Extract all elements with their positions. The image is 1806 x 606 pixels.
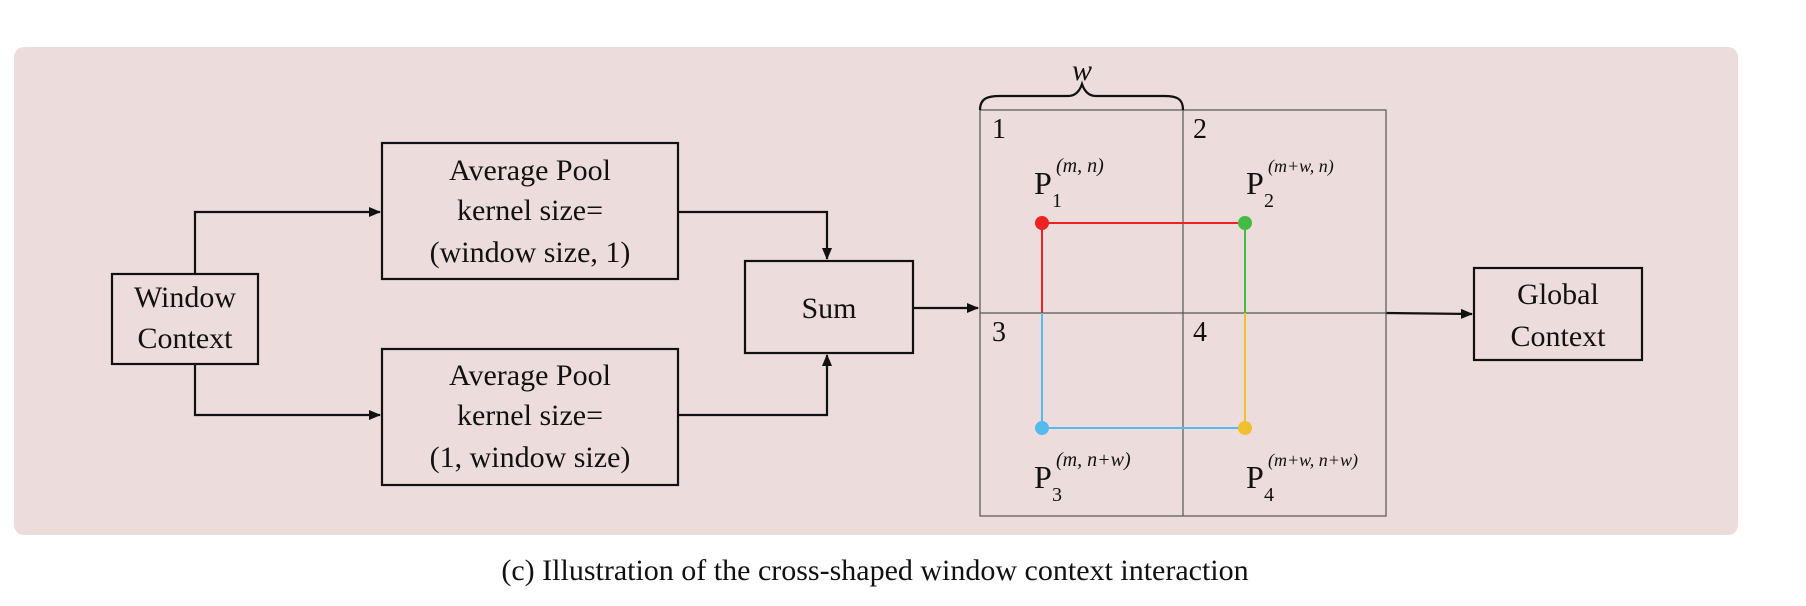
point-labels: P 1 (m, n) P 2 (m+w, n) P 3 (m, n+w) P 4… bbox=[1034, 155, 1358, 506]
sum-label: Sum bbox=[801, 292, 856, 325]
arrow-window-to-pool-top bbox=[193, 207, 381, 274]
point-p3-label: P 3 (m, n+w) bbox=[1034, 449, 1131, 506]
arrow-pool-top-to-sum bbox=[678, 210, 832, 260]
global-context-line-1: Global bbox=[1517, 278, 1599, 311]
point-p2-dot bbox=[1238, 216, 1252, 230]
cell-number-3: 3 bbox=[992, 317, 1006, 348]
global-context-line-2: Context bbox=[1511, 320, 1607, 353]
width-label: w bbox=[1072, 54, 1092, 87]
cell-number-4: 4 bbox=[1193, 317, 1207, 348]
p1-sub: 1 bbox=[1052, 190, 1062, 212]
cell-number-1: 1 bbox=[992, 114, 1006, 145]
p3-sup: (m, n+w) bbox=[1056, 449, 1131, 471]
average-pool-top-box: Average Pool kernel size= (window size, … bbox=[380, 141, 680, 281]
pool-top-line-1: Average Pool bbox=[449, 154, 611, 187]
diagram-panel bbox=[14, 47, 1738, 535]
point-p1-dot bbox=[1035, 216, 1049, 230]
arrow-pool-bottom-to-sum bbox=[678, 354, 832, 417]
figure-caption: (c) Illustration of the cross-shaped win… bbox=[501, 554, 1248, 587]
p3-base: P bbox=[1034, 459, 1052, 495]
point-connections bbox=[1041, 222, 1246, 429]
p4-sub: 4 bbox=[1264, 484, 1274, 506]
average-pool-bottom-box: Average Pool kernel size= (1, window siz… bbox=[380, 347, 680, 487]
pool-top-line-3: (window size, 1) bbox=[430, 236, 631, 269]
p1-base: P bbox=[1034, 165, 1052, 201]
point-p1-label: P 1 (m, n) bbox=[1034, 155, 1104, 212]
window-context-line-1: Window bbox=[134, 281, 236, 314]
arrow-window-to-pool-bottom bbox=[193, 364, 381, 420]
p4-sup: (m+w, n+w) bbox=[1268, 450, 1358, 471]
p3-sub: 3 bbox=[1052, 484, 1062, 506]
p2-base: P bbox=[1246, 165, 1264, 201]
pool-bottom-line-3: (1, window size) bbox=[430, 441, 631, 474]
point-p4-label: P 4 (m+w, n+w) bbox=[1246, 450, 1358, 506]
connectors bbox=[193, 207, 1473, 420]
pool-bottom-line-1: Average Pool bbox=[449, 359, 611, 392]
pool-bottom-line-2: kernel size= bbox=[457, 399, 603, 432]
point-p3-dot bbox=[1035, 421, 1049, 435]
pool-top-line-2: kernel size= bbox=[457, 194, 603, 227]
global-context-box: Global Context bbox=[1472, 266, 1644, 362]
p4-base: P bbox=[1246, 459, 1264, 495]
point-p4-dot bbox=[1238, 421, 1252, 435]
p2-sup: (m+w, n) bbox=[1268, 156, 1334, 177]
arrow-grid-to-global bbox=[1385, 308, 1473, 319]
window-context-box: Window Context bbox=[110, 272, 260, 366]
window-context-line-2: Context bbox=[138, 322, 234, 355]
window-grid: w 1 2 3 4 bbox=[978, 54, 1387, 517]
p1-sup: (m, n) bbox=[1056, 155, 1104, 177]
width-brace bbox=[978, 80, 1185, 111]
point-p2-label: P 2 (m+w, n) bbox=[1246, 156, 1334, 212]
p2-sub: 2 bbox=[1264, 190, 1274, 212]
cell-number-2: 2 bbox=[1193, 114, 1207, 145]
points bbox=[1035, 216, 1252, 435]
